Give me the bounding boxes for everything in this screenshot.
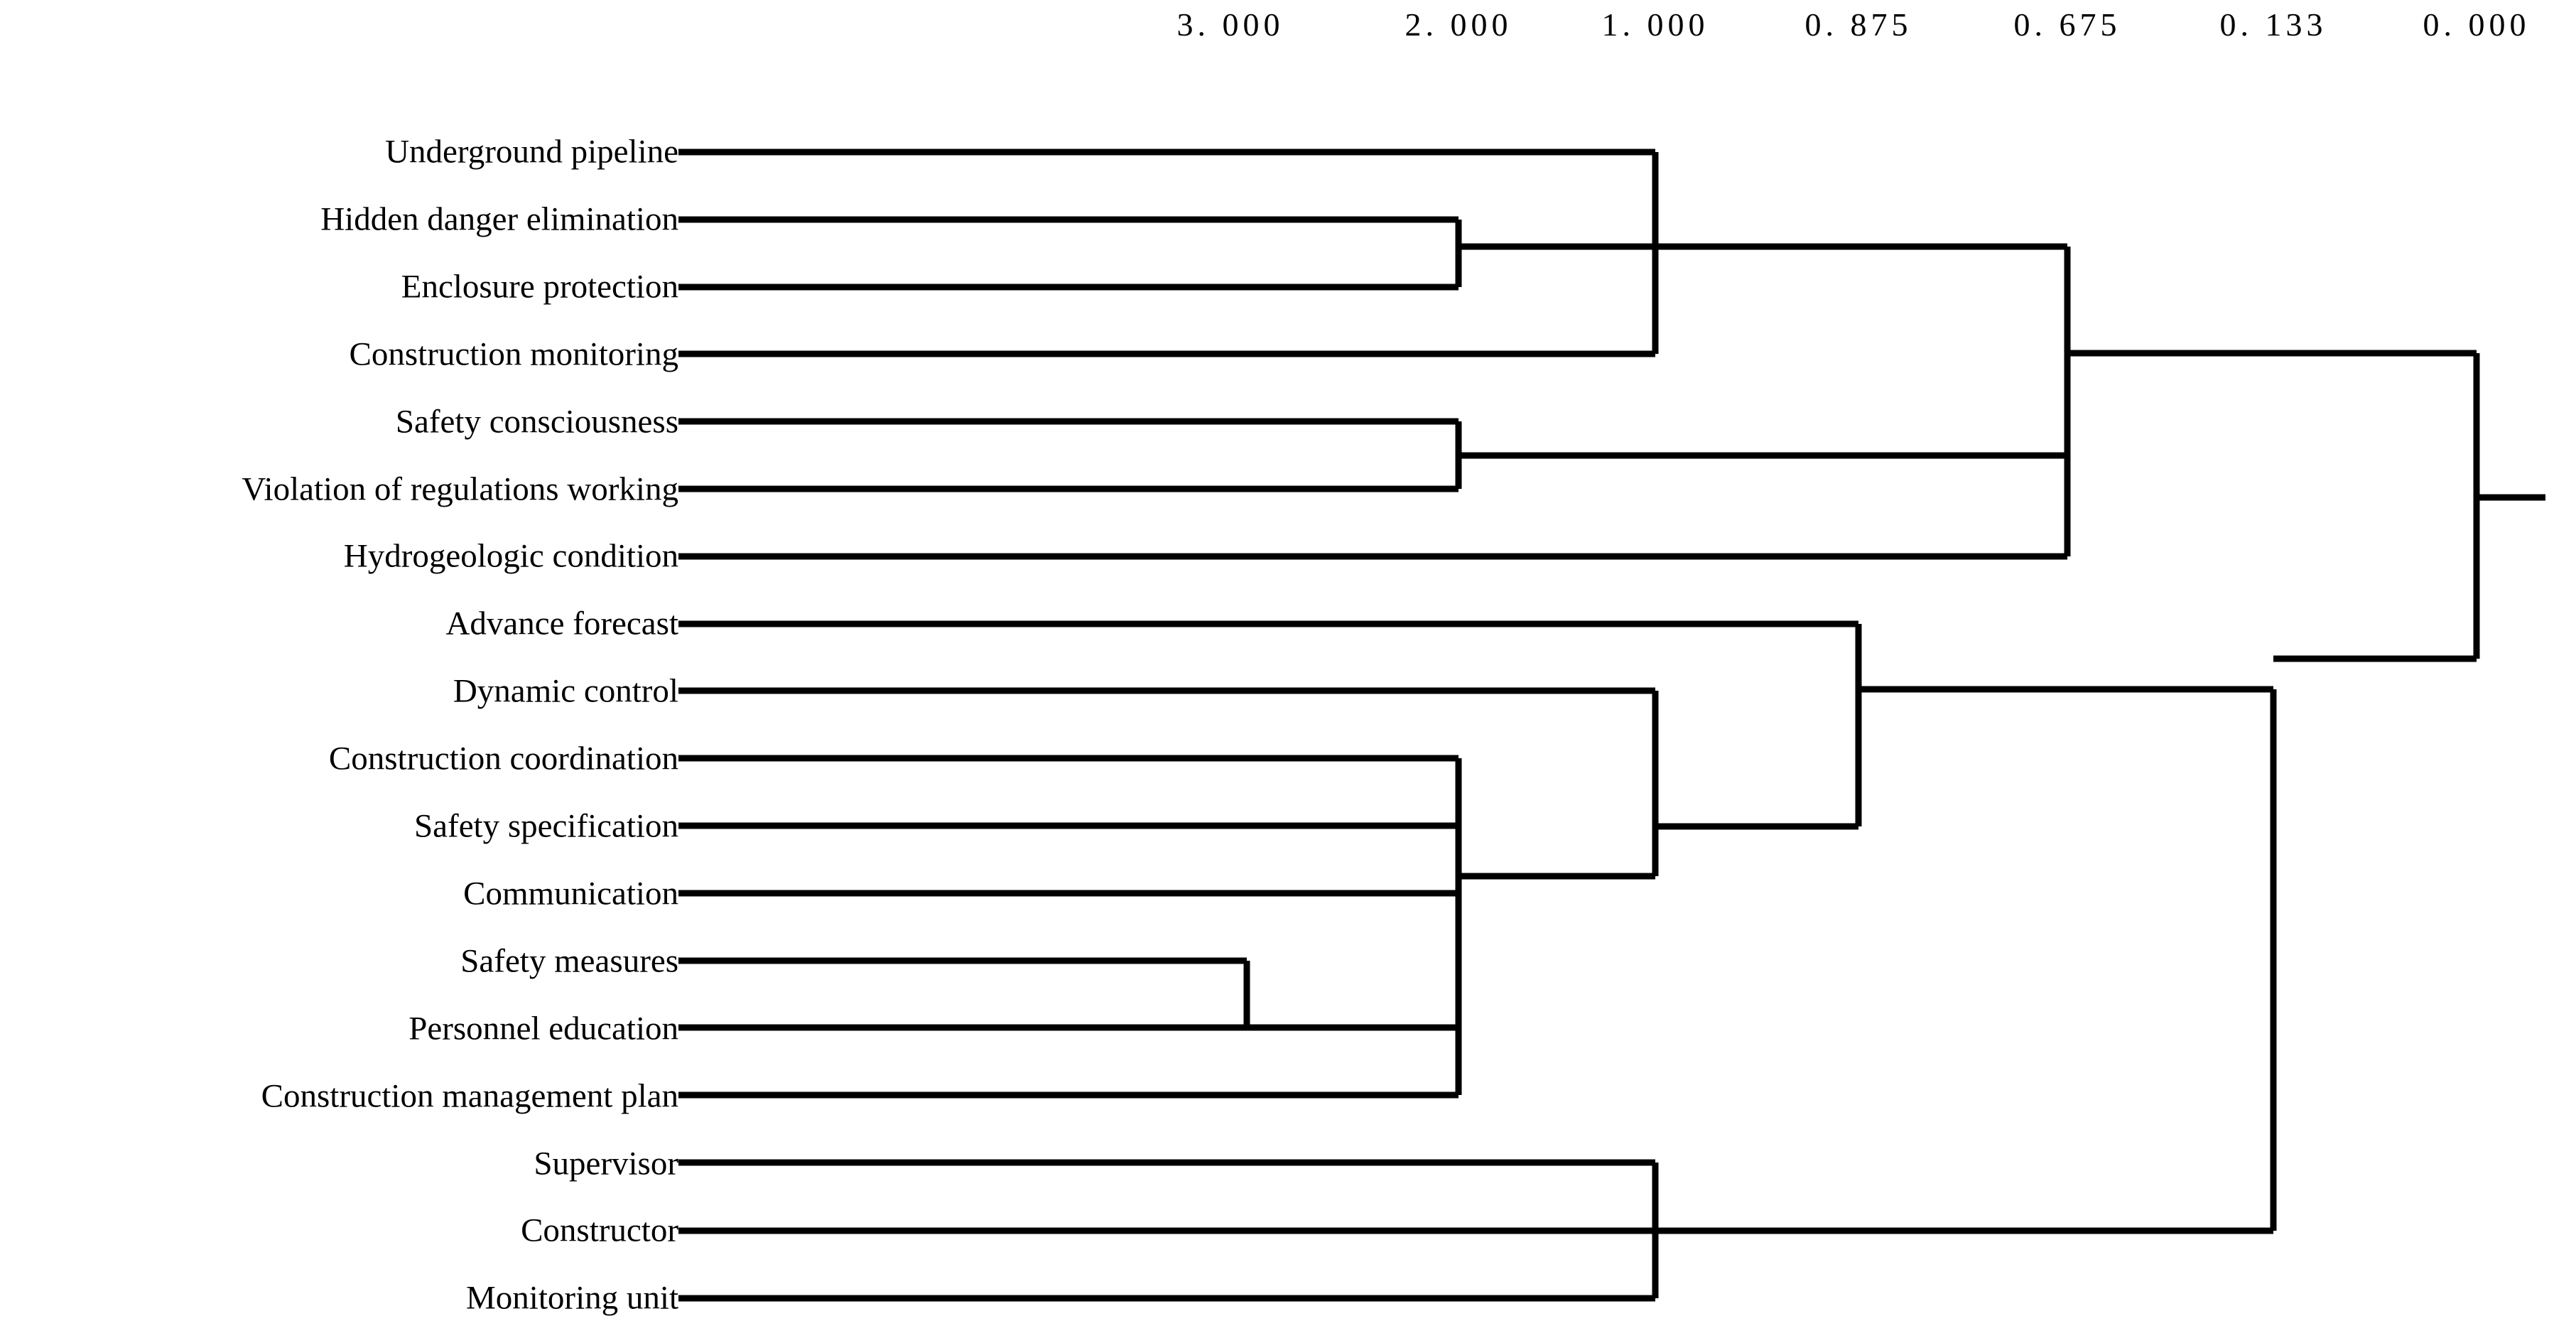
axis-tick-1: 2. 000 bbox=[1405, 6, 1512, 43]
leaf-label: Safety consciousness bbox=[395, 403, 678, 441]
leaf-label: Dynamic control bbox=[453, 672, 678, 710]
axis-tick-3: 0. 875 bbox=[1804, 6, 1912, 43]
axis-tick-labels: 3. 000 2. 000 1. 000 0. 875 0. 675 0. 133 0. 0… bbox=[0, 0, 2576, 50]
leaf-label: Personnel education bbox=[408, 1010, 678, 1047]
leaf-label: Construction management plan bbox=[261, 1077, 678, 1115]
axis-tick-2: 1. 000 bbox=[1601, 6, 1709, 43]
leaf-label: Monitoring unit bbox=[466, 1279, 678, 1317]
leaf-label: Hydrogeologic condition bbox=[343, 537, 678, 575]
axis-tick-5: 0. 133 bbox=[2219, 6, 2327, 43]
leaf-label: Violation of regulations working bbox=[242, 470, 678, 507]
axis-tick-4: 0. 675 bbox=[2013, 6, 2121, 43]
leaf-label: Constructor bbox=[521, 1212, 678, 1249]
leaf-label: Hidden danger elimination bbox=[320, 200, 678, 238]
leaf-label: Construction coordination bbox=[328, 740, 678, 777]
leaf-label: Supervisor bbox=[534, 1145, 678, 1182]
leaf-label: Safety specification bbox=[414, 807, 678, 845]
axis-tick-6: 0. 000 bbox=[2423, 6, 2531, 43]
leaf-label: Safety measures bbox=[460, 942, 678, 980]
leaf-label: Underground pipeline bbox=[385, 133, 678, 171]
leaf-label: Construction monitoring bbox=[349, 335, 678, 373]
leaf-label: Enclosure protection bbox=[401, 268, 678, 306]
axis-tick-0: 3. 000 bbox=[1176, 6, 1284, 43]
leaf-label: Advance forecast bbox=[445, 605, 678, 642]
leaf-label: Communication bbox=[463, 875, 678, 912]
